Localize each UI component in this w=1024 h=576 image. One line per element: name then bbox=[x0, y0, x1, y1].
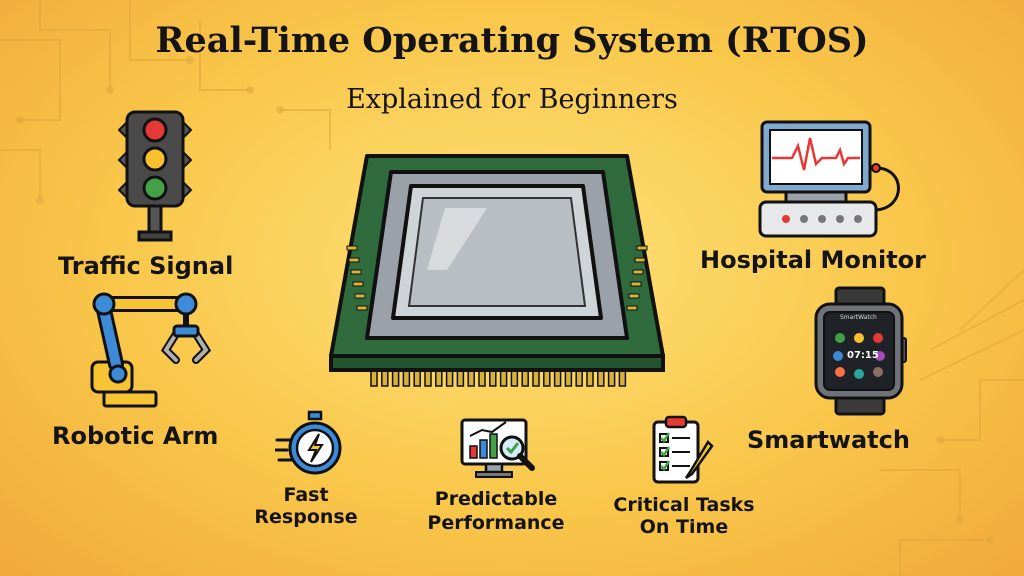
watch-time-text: 07:15 bbox=[847, 350, 879, 361]
traffic-light-icon bbox=[117, 110, 193, 242]
smartwatch-icon bbox=[814, 286, 907, 416]
page-title: Real-Time Operating System (RTOS) bbox=[155, 20, 869, 61]
fast-response-line2: Response bbox=[254, 506, 358, 528]
page-subtitle: Explained for Beginners bbox=[346, 84, 678, 115]
predictable-performance-line2: Performance bbox=[427, 512, 565, 534]
watch-brand-text: SmartWatch bbox=[840, 314, 877, 321]
predictable-performance-line1: Predictable bbox=[434, 488, 558, 510]
traffic-signal-label: Traffic Signal bbox=[58, 252, 234, 280]
fast-response-line1: Fast bbox=[283, 484, 329, 506]
cpu-chip-icon bbox=[329, 154, 665, 387]
hospital-monitor-icon bbox=[758, 120, 900, 238]
critical-tasks-line2: On Time bbox=[639, 516, 729, 538]
robotic-arm-label: Robotic Arm bbox=[52, 422, 219, 450]
stopwatch-icon bbox=[275, 410, 342, 475]
robotic-arm-icon bbox=[90, 292, 212, 408]
checklist-clipboard-icon bbox=[652, 415, 714, 484]
critical-tasks-line1: Critical Tasks bbox=[613, 494, 755, 516]
hospital-monitor-label: Hospital Monitor bbox=[700, 246, 926, 274]
smartwatch-label: Smartwatch bbox=[747, 426, 910, 454]
analytics-monitor-icon bbox=[460, 418, 535, 478]
